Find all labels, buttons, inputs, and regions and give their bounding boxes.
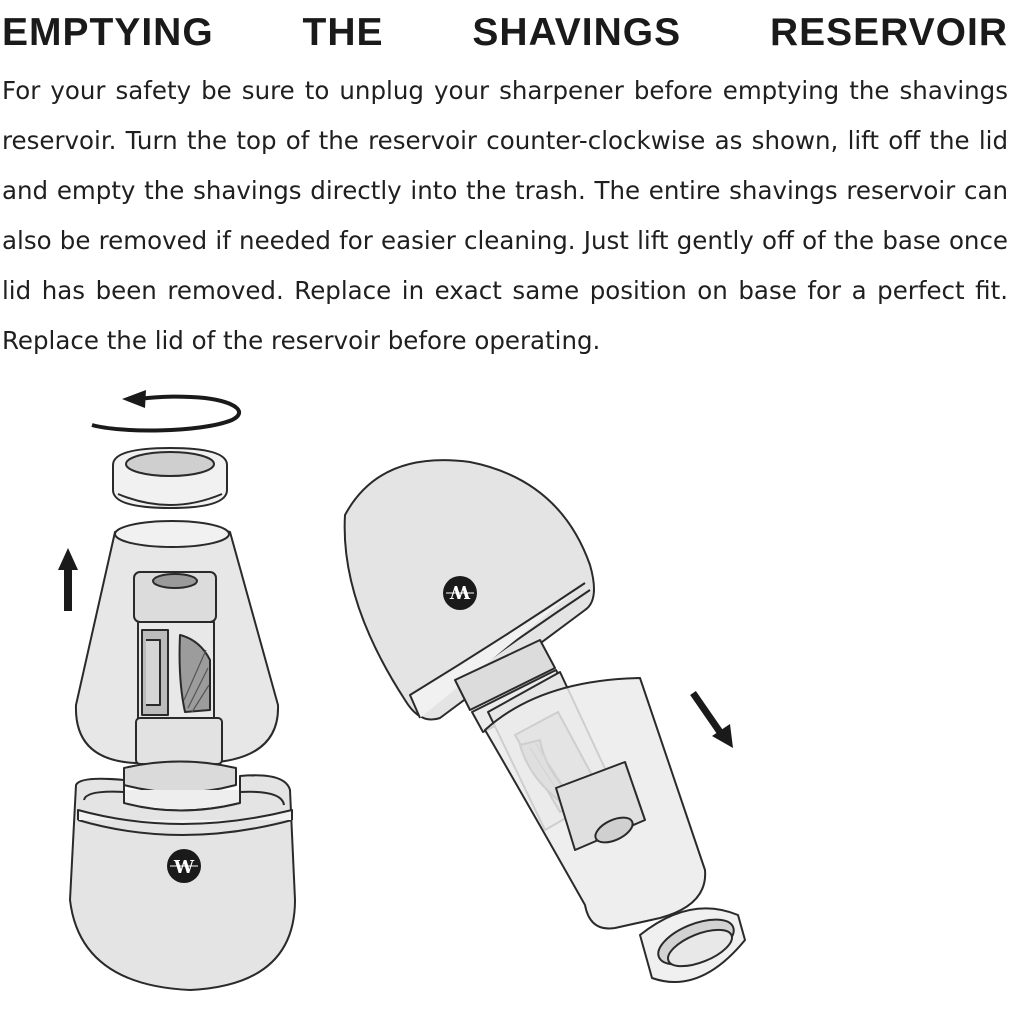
paragraph-line: lid has been removed. Replace in exact s… <box>2 276 1008 305</box>
sharpener-mechanism <box>133 571 223 765</box>
base-collar <box>121 760 241 812</box>
sharpener-illustration: W W <box>58 390 746 991</box>
up-arrow-icon <box>58 548 78 611</box>
title-word: RESERVOIR <box>769 11 1008 54</box>
brand-logo-icon: W <box>167 849 201 883</box>
shavings-reservoir-tilted <box>484 677 707 930</box>
logo-letter: W <box>173 857 195 878</box>
down-right-arrow-icon <box>690 691 733 748</box>
reservoir-lid <box>112 447 228 509</box>
paragraph-line: reservoir. Turn the top of the reservoir… <box>2 126 1008 155</box>
logo-letter: W <box>449 581 471 602</box>
title-word: SHAVINGS <box>472 11 682 54</box>
reservoir-lid-tilted <box>639 907 746 983</box>
paragraph-line: Replace the lid of the reservoir before … <box>2 326 601 355</box>
instructions-paragraph: For your safety be sure to unplug your s… <box>2 66 1008 366</box>
brand-logo-icon: W <box>443 576 477 610</box>
page-title: EMPTYING THE SHAVINGS RESERVOIR <box>2 8 1008 58</box>
rotate-counterclockwise-arrow-icon <box>91 390 241 433</box>
title-word: THE <box>302 11 384 54</box>
paragraph-line: also be removed if needed for easier cle… <box>2 226 1008 255</box>
paragraph-line: For your safety be sure to unplug your s… <box>2 76 1008 105</box>
paragraph-line: and empty the shavings directly into the… <box>2 176 1008 205</box>
title-word: EMPTYING <box>2 11 214 54</box>
